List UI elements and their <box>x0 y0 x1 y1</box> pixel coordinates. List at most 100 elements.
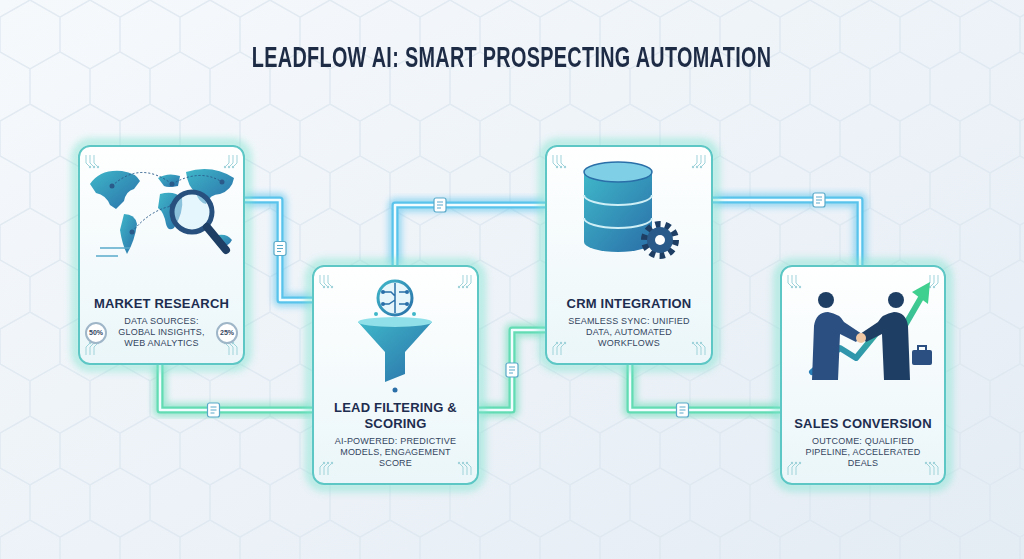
pipe-core <box>713 200 860 265</box>
pipe-core <box>479 330 545 410</box>
pipe-glow <box>713 200 860 265</box>
world-map-icon <box>158 174 180 187</box>
card-fill <box>312 265 479 485</box>
document-lines <box>437 202 443 208</box>
circuit-dot <box>89 166 91 168</box>
pipe <box>479 330 545 410</box>
card-fill <box>780 265 946 485</box>
database-icon <box>584 195 652 228</box>
pipe-glow <box>630 365 780 410</box>
diagram-title: LEADFLOW AI: SMART PROSPECTING AUTOMATIO… <box>252 40 772 74</box>
world-map-icon <box>110 184 115 189</box>
process-card: LEAD FILTERING & SCORINGAI-POWERED: PRED… <box>312 265 479 485</box>
ai-funnel-icon <box>393 388 398 393</box>
database-icon <box>584 172 652 252</box>
world-map-icon <box>207 227 226 250</box>
document-icon <box>813 193 825 207</box>
circuit-trace <box>788 463 792 475</box>
circuit-dot <box>228 166 230 168</box>
circuit-trace <box>788 275 792 287</box>
circuit-trace <box>324 463 328 475</box>
circuit-trace <box>693 155 697 167</box>
circuit-trace <box>557 343 561 355</box>
world-map-icon <box>170 182 175 187</box>
world-map-icon <box>90 171 140 209</box>
circuit-trace <box>934 463 938 475</box>
handshake-icon <box>912 350 932 365</box>
card-glow <box>543 143 715 367</box>
circuit-trace <box>697 155 701 167</box>
circuit-dot <box>466 286 468 288</box>
document-lines <box>211 407 217 413</box>
circuit-trace <box>459 463 463 475</box>
card-glow <box>778 263 948 487</box>
ai-funnel-icon <box>405 302 409 306</box>
pipe-glow <box>160 365 312 410</box>
database-icon <box>647 227 673 253</box>
circuit-dot <box>696 342 698 344</box>
circuit-trace <box>94 155 98 167</box>
handshake-icon <box>812 282 932 380</box>
circuit-trace <box>90 343 94 355</box>
pipe-core <box>395 205 545 265</box>
card-heading: CRM INTEGRATION <box>547 296 711 312</box>
circuit-trace <box>557 155 561 167</box>
circuit-trace <box>463 463 467 475</box>
circuit-dot <box>560 166 562 168</box>
circuit-dot <box>224 166 226 168</box>
pipe-core <box>245 200 312 300</box>
world-map-icon <box>112 172 222 232</box>
circuit-dot <box>799 462 801 464</box>
circuit-dot <box>327 462 329 464</box>
circuit-trace <box>90 155 94 167</box>
ai-funnel-icon <box>378 281 412 315</box>
card-heading: LEAD FILTERING & SCORING <box>314 400 477 432</box>
pipe-glow <box>395 205 545 265</box>
pipe <box>395 205 545 265</box>
card-fill <box>545 145 713 365</box>
circuit-trace <box>463 275 467 287</box>
document-icon <box>813 193 825 207</box>
pipe-connector <box>245 200 312 300</box>
circuit-trace <box>86 343 90 355</box>
handshake-icon <box>856 333 866 343</box>
circuit-trace <box>934 275 938 287</box>
card-description: OUTCOME: QUALIFIED PIPELINE, ACCELERATED… <box>782 436 944 469</box>
card-fill <box>76 143 948 487</box>
circuit-dot <box>692 342 694 344</box>
card-heading: MARKET RESEARCH <box>80 296 243 312</box>
pipe-connector <box>395 198 545 265</box>
pipe <box>160 365 312 410</box>
circuit-trace <box>320 275 324 287</box>
ai-funnel-icon <box>358 317 432 327</box>
document-lines <box>680 407 686 413</box>
world-map-icon <box>130 230 135 235</box>
document-icon <box>506 363 518 377</box>
circuit-dot <box>458 286 460 288</box>
circuit-trace <box>697 343 701 355</box>
pipe <box>245 200 312 300</box>
database-icon <box>584 162 675 255</box>
circuit-dot <box>323 462 325 464</box>
circuit-trace <box>701 343 705 355</box>
database-icon <box>655 235 665 245</box>
circuit-trace <box>553 343 557 355</box>
circuit-trace <box>467 463 471 475</box>
circuit-trace <box>233 155 237 167</box>
circuit-dot <box>933 286 935 288</box>
database-icon <box>584 162 652 182</box>
circuit-dot <box>692 166 694 168</box>
circuit-dot <box>331 286 333 288</box>
circuit-trace <box>320 463 324 475</box>
circuit-dot <box>791 462 793 464</box>
circuit-dot <box>696 166 698 168</box>
handshake-icon <box>918 346 926 350</box>
circuit-trace <box>926 463 930 475</box>
circuit-trace <box>94 343 98 355</box>
ai-funnel-icon <box>381 302 385 306</box>
circuit-trace <box>233 343 237 355</box>
percentage-badge: 25% <box>216 322 238 344</box>
pipe-connector <box>713 193 860 265</box>
